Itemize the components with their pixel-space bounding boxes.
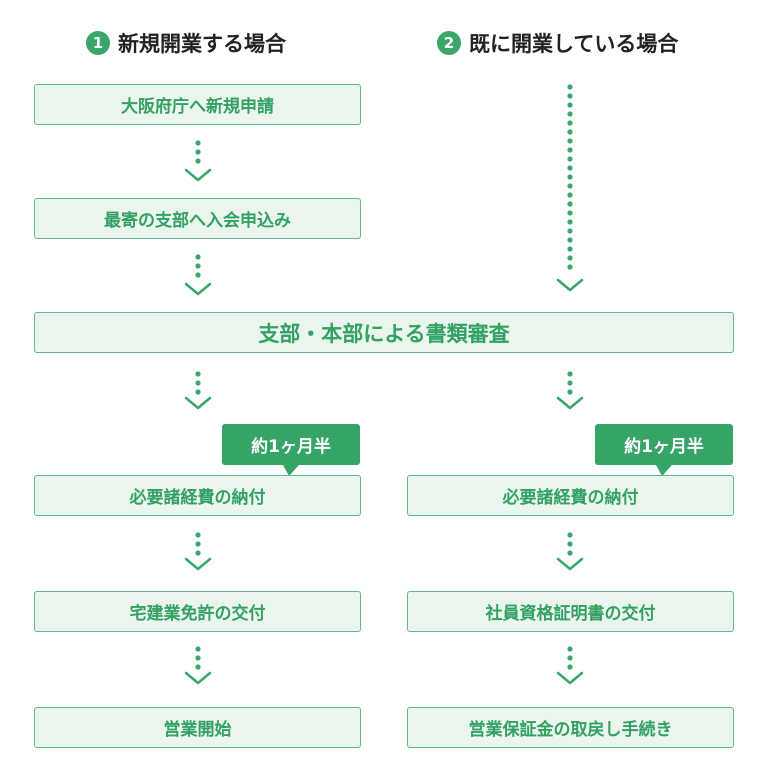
connector-dot <box>195 272 201 278</box>
connector-dot <box>195 646 201 652</box>
connector-dot <box>195 550 201 556</box>
connector-dot <box>195 655 201 661</box>
step-license-issue: 宅建業免許の交付 <box>34 591 361 632</box>
connector-dot <box>567 541 573 547</box>
connector-dot <box>195 389 201 395</box>
step-osaka-application: 大阪府庁へ新規申請 <box>34 84 361 125</box>
connector-dot <box>567 201 573 207</box>
step-payment-right: 必要諸経費の納付 <box>407 475 734 516</box>
step-payment-left: 必要諸経費の納付 <box>34 475 361 516</box>
connector-dot <box>567 84 573 90</box>
chevron-down-icon <box>184 168 212 182</box>
step-branch-membership: 最寄の支部へ入会申込み <box>34 198 361 239</box>
connector-dot <box>567 138 573 144</box>
connector-dot <box>195 263 201 269</box>
connector-dot <box>567 532 573 538</box>
connector-dot <box>567 255 573 261</box>
connector-dot <box>567 111 573 117</box>
step-deposit-return: 営業保証金の取戻し手続き <box>407 707 734 748</box>
connector-dot <box>195 541 201 547</box>
connector-dot <box>567 664 573 670</box>
connector-dot <box>567 550 573 556</box>
number-badge-1: 1 <box>86 31 110 55</box>
chevron-down-icon <box>184 671 212 685</box>
heading-existing-business-text: 既に開業している場合 <box>469 32 679 56</box>
connector-dot <box>567 210 573 216</box>
connector-dot <box>567 646 573 652</box>
number-badge-2: 2 <box>437 31 461 55</box>
chevron-down-icon <box>556 396 584 410</box>
chevron-down-icon <box>556 557 584 571</box>
connector-dot <box>567 246 573 252</box>
duration-callout-left: 約1ヶ月半 <box>222 424 360 476</box>
connector-dot <box>567 147 573 153</box>
connector-dot <box>195 664 201 670</box>
connector-dot <box>195 140 201 146</box>
step-document-review: 支部・本部による書類審査 <box>34 312 734 353</box>
heading-new-business-text: 新規開業する場合 <box>118 32 286 56</box>
callout-tail-left <box>282 465 299 476</box>
connector-dot <box>567 264 573 270</box>
connector-dot <box>567 120 573 126</box>
connector-dot <box>195 158 201 164</box>
duration-callout-right: 約1ヶ月半 <box>595 424 733 476</box>
connector-dot <box>567 192 573 198</box>
connector-dot <box>567 93 573 99</box>
connector-dot <box>567 174 573 180</box>
chevron-down-icon <box>184 282 212 296</box>
step-certificate-issue: 社員資格証明書の交付 <box>407 591 734 632</box>
connector-dot <box>195 371 201 377</box>
heading-new-business: 1 新規開業する場合 <box>86 26 286 60</box>
connector-dot <box>567 129 573 135</box>
connector-dot <box>567 219 573 225</box>
connector-dot <box>567 228 573 234</box>
connector-dot <box>195 149 201 155</box>
chevron-down-icon <box>184 557 212 571</box>
connector-dot <box>567 380 573 386</box>
connector-dot <box>567 237 573 243</box>
connector-dot <box>567 165 573 171</box>
chevron-down-icon <box>556 278 584 292</box>
chevron-down-icon <box>184 396 212 410</box>
chevron-down-icon <box>556 671 584 685</box>
duration-callout-left-text: 約1ヶ月半 <box>251 437 331 457</box>
callout-tail-right <box>655 465 672 476</box>
connector-dot <box>195 532 201 538</box>
connector-dot <box>567 389 573 395</box>
connector-dot <box>195 380 201 386</box>
connector-dot <box>567 183 573 189</box>
step-start-business: 営業開始 <box>34 707 361 748</box>
heading-existing-business: 2 既に開業している場合 <box>437 26 678 60</box>
duration-callout-right-text: 約1ヶ月半 <box>624 437 704 457</box>
connector-dot <box>567 156 573 162</box>
connector-dot <box>567 655 573 661</box>
connector-dot <box>567 371 573 377</box>
connector-dot <box>195 254 201 260</box>
connector-dot <box>567 102 573 108</box>
